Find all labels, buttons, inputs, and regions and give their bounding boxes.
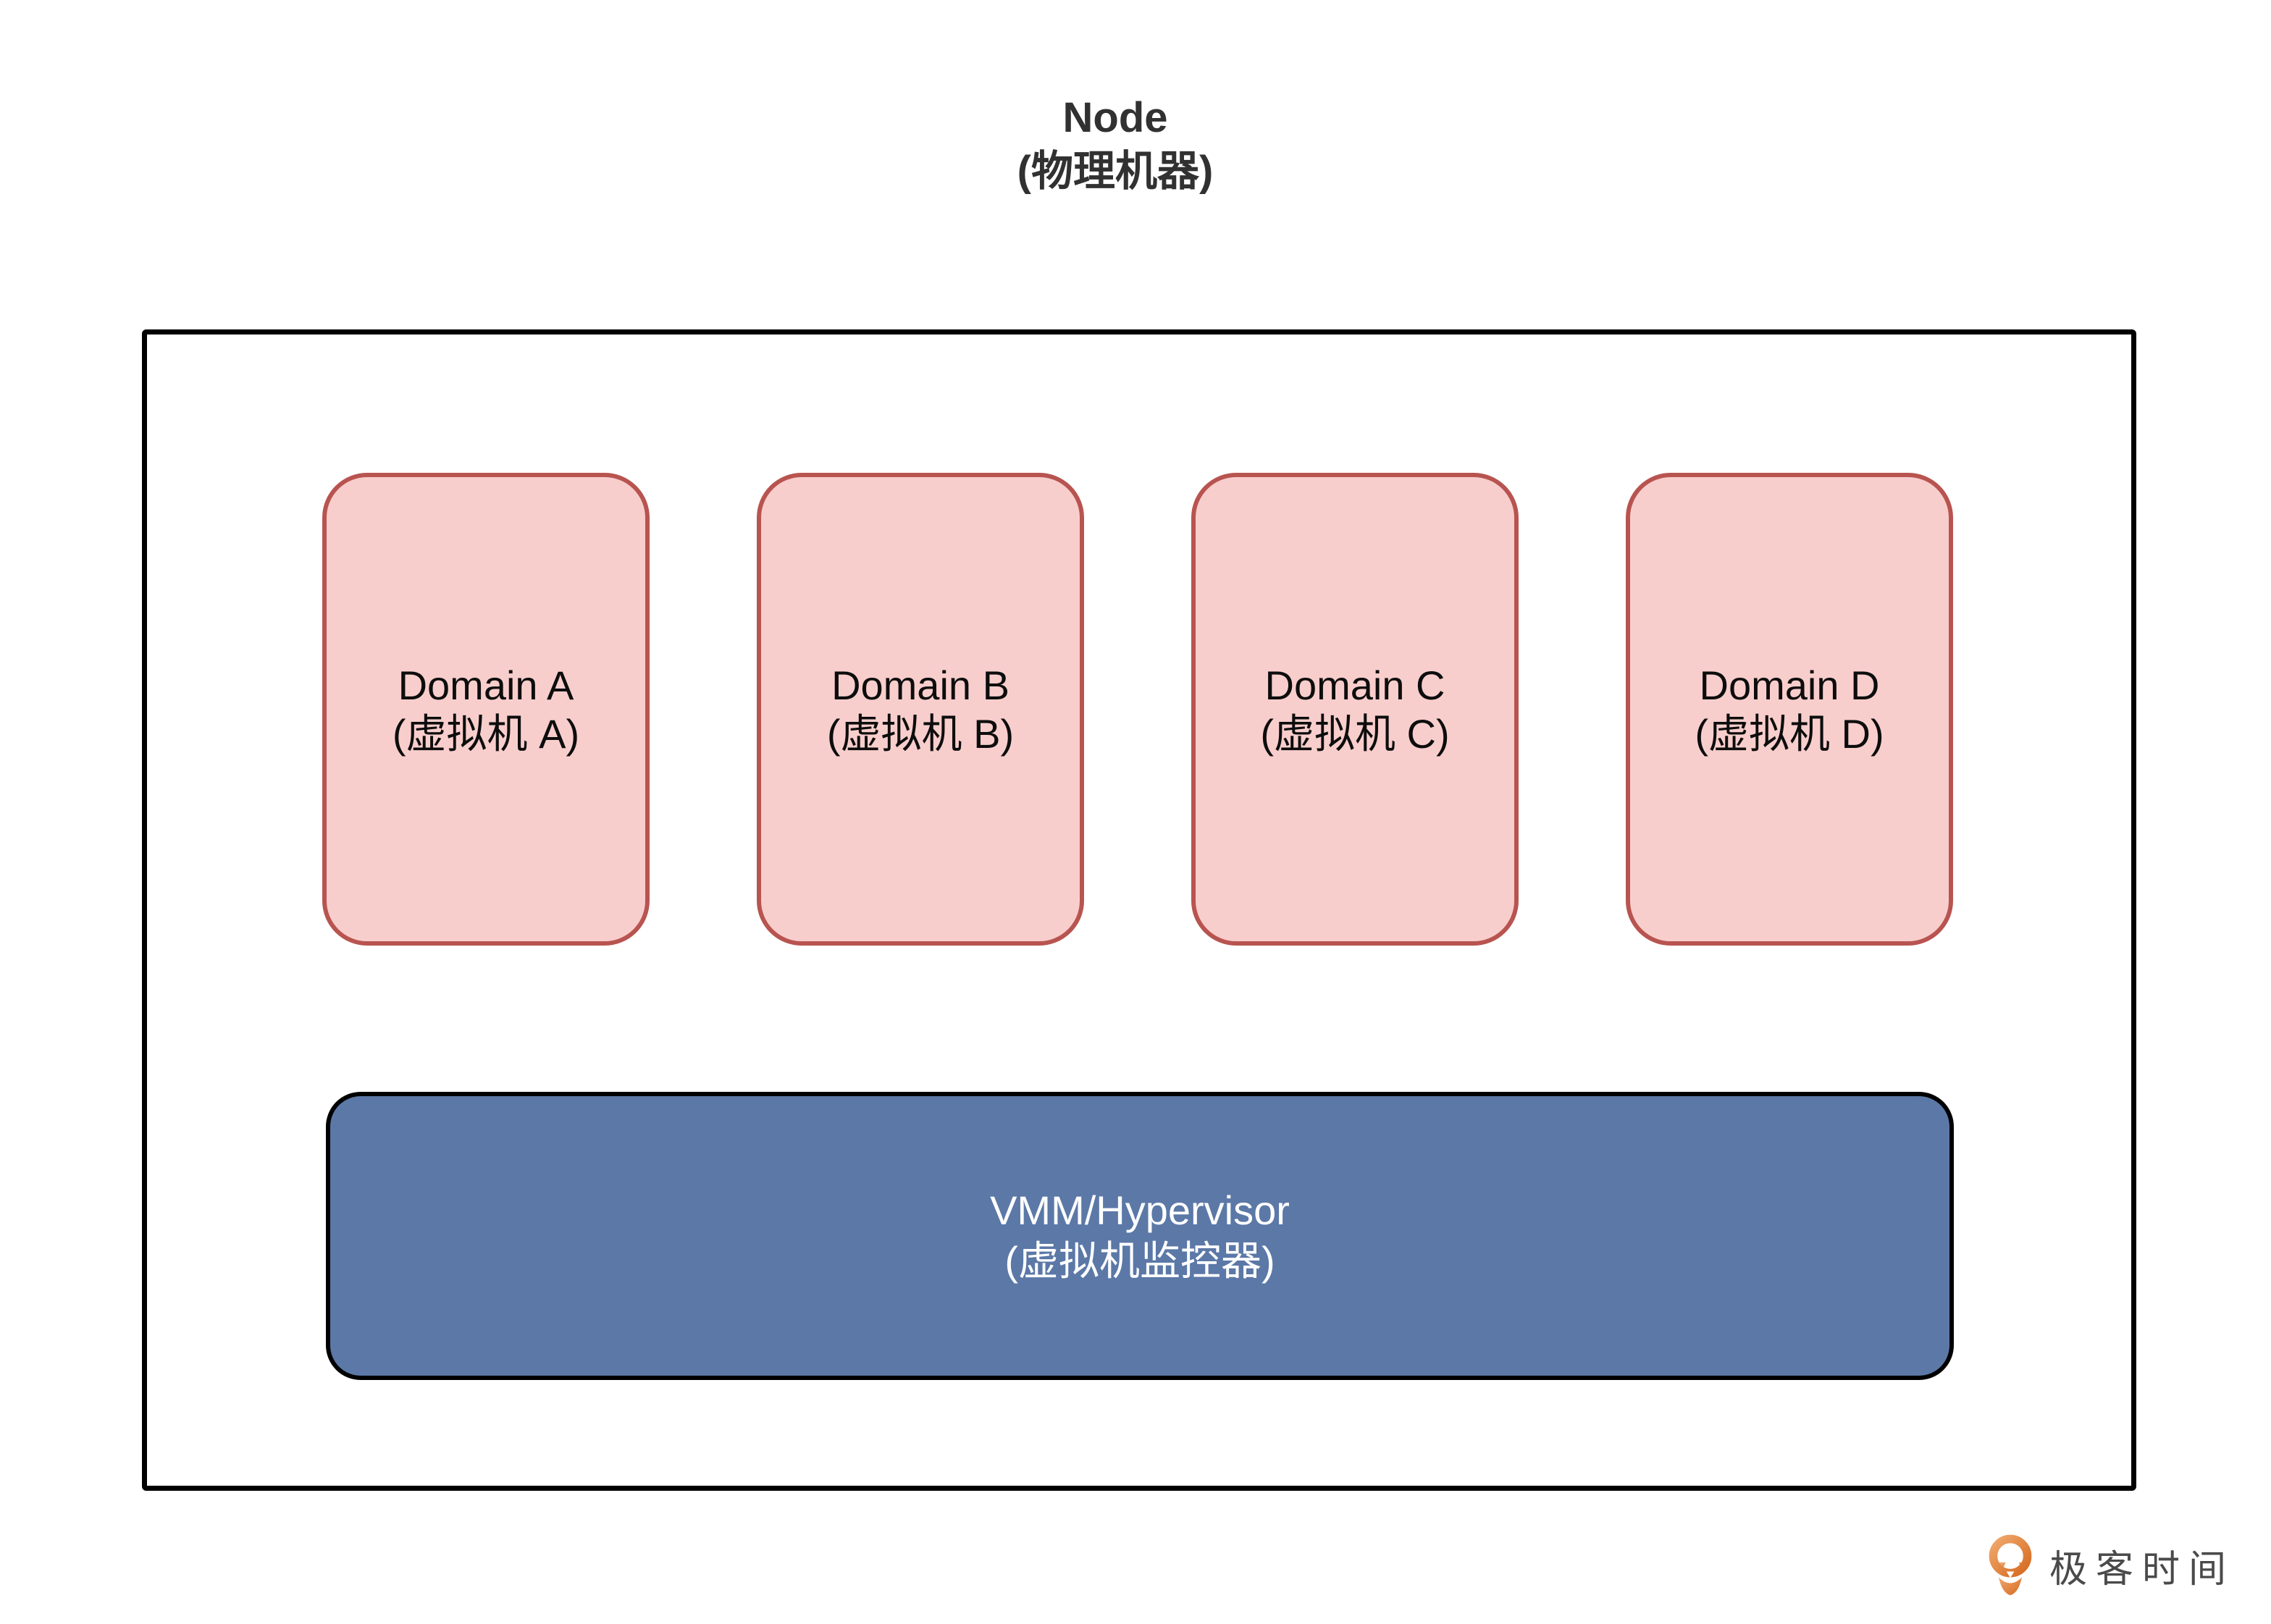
domains-row: Domain A (虚拟机 A) Domain B (虚拟机 B) Domain… [322, 473, 1953, 946]
domain-name: Domain D [1699, 662, 1880, 708]
domain-subtitle: (虚拟机 A) [392, 710, 580, 757]
vmm-name: VMM/Hypervisor [990, 1187, 1290, 1233]
domain-subtitle: (虚拟机 D) [1695, 710, 1884, 757]
domain-name: Domain A [398, 662, 574, 708]
geektime-logo: 极客时间 [1987, 1532, 2235, 1599]
diagram-title: Node (物理机器) [0, 91, 2230, 198]
domain-box-c: Domain C (虚拟机 C) [1191, 473, 1519, 946]
title-line-node: Node [1062, 94, 1168, 141]
domain-name: Domain C [1264, 662, 1445, 708]
domain-name: Domain B [831, 662, 1009, 708]
domain-box-b: Domain B (虚拟机 B) [757, 473, 1084, 946]
domain-subtitle: (虚拟机 B) [826, 710, 1015, 757]
node-physical-machine-box: Domain A (虚拟机 A) Domain B (虚拟机 B) Domain… [142, 329, 2136, 1491]
geektime-pin-icon [1989, 1534, 2032, 1596]
domain-box-a: Domain A (虚拟机 A) [322, 473, 650, 946]
geektime-logo-text: 极客时间 [2049, 1548, 2236, 1591]
vmm-hypervisor-box: VMM/Hypervisor (虚拟机监控器) [326, 1092, 1954, 1380]
domain-box-d: Domain D (虚拟机 D) [1626, 473, 1953, 946]
title-line-physical-machine: (物理机器) [1017, 148, 1214, 195]
domain-subtitle: (虚拟机 C) [1260, 710, 1450, 757]
vmm-subtitle: (虚拟机监控器) [1004, 1238, 1275, 1284]
